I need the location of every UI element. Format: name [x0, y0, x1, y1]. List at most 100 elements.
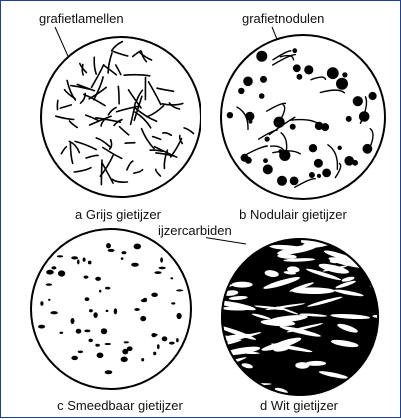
iron-carbide-region	[254, 233, 270, 240]
temper-carbon-spot	[50, 311, 57, 314]
temper-carbon-spot	[71, 318, 75, 324]
iron-carbide-region	[338, 239, 359, 247]
graphite-flake	[57, 100, 58, 109]
temper-carbon-spot	[170, 277, 173, 279]
graphite-nodule	[227, 112, 233, 118]
temper-carbon-spot	[134, 244, 141, 250]
iron-carbide-region	[225, 246, 239, 256]
temper-carbon-spot	[88, 339, 93, 343]
iron-carbide-region	[369, 260, 383, 266]
temper-carbon-spot	[57, 255, 63, 257]
temper-carbon-spot	[59, 332, 63, 334]
temper-carbon-spot	[108, 249, 115, 252]
graphite-nodule	[265, 137, 270, 142]
temper-carbon-spot	[151, 293, 158, 297]
graphite-nodule	[263, 158, 268, 163]
graphite-nodule	[245, 112, 254, 121]
temper-carbon-spot	[124, 341, 129, 343]
temper-carbon-spot	[143, 298, 147, 300]
temper-carbon-spot	[177, 313, 182, 319]
temper-carbon-spot	[153, 352, 156, 356]
caption-c: c Smeedbaar gietijzer	[25, 398, 215, 413]
graphite-nodule	[315, 122, 323, 130]
temper-carbon-spot	[83, 258, 86, 262]
temper-carbon-spot	[101, 328, 107, 334]
graphite-nodule	[317, 174, 321, 178]
graphite-nodule	[243, 77, 253, 87]
iron-carbide-region	[356, 377, 385, 382]
iron-carbide-region	[206, 263, 233, 271]
caption-d: d Wit gietijzer	[204, 398, 394, 413]
temper-carbon-spot	[121, 357, 128, 363]
temper-carbon-spot	[58, 270, 65, 276]
temper-carbon-spot	[71, 256, 78, 259]
graphite-nodule	[238, 88, 244, 94]
temper-carbon-spot	[71, 356, 78, 360]
temper-carbon-spot	[105, 343, 112, 345]
graphite-nodule	[327, 67, 339, 79]
graphite-nodule	[277, 176, 287, 186]
temper-carbon-spot	[97, 353, 104, 359]
iron-carbide-region	[223, 384, 266, 397]
temper-carbon-spot	[95, 277, 101, 281]
temper-carbon-spot	[78, 351, 83, 354]
iron-carbide-region	[352, 377, 376, 383]
temper-carbon-spot	[85, 297, 90, 301]
graphite-nodule	[260, 76, 267, 83]
temper-carbon-spot	[106, 310, 109, 312]
graphite-nodule	[245, 157, 252, 164]
iron-carbide-region	[236, 246, 256, 254]
graphite-nodule	[336, 78, 348, 90]
graphite-nodule	[344, 156, 354, 166]
temper-carbon-spot	[121, 251, 126, 254]
panel-nodular-cast-iron: grafietnodulen b Nodulair gietijzer	[206, 5, 396, 210]
temper-carbon-spot	[176, 289, 183, 291]
graphite-nodule	[363, 144, 373, 154]
panel-white-cast-iron: ijzercarbiden d Wit gietijzer	[206, 214, 396, 419]
iron-carbide-region	[356, 250, 396, 262]
iron-carbide-region	[362, 376, 393, 392]
graphite-nodule	[346, 116, 352, 122]
panel-malleable-cast-iron: c Smeedbaar gietijzer	[11, 214, 201, 419]
iron-carbide-region	[365, 376, 395, 383]
temper-carbon-spot	[140, 316, 146, 321]
temper-carbon-spot	[105, 370, 113, 374]
temper-carbon-spot	[46, 270, 54, 275]
iron-carbide-region	[232, 282, 253, 288]
graphite-nodule	[369, 92, 377, 100]
graphite-nodule	[290, 177, 299, 186]
temper-carbon-spot	[38, 325, 45, 329]
graphite-nodule	[256, 51, 267, 62]
graphite-nodule	[342, 72, 347, 77]
temper-carbon-spot	[176, 338, 179, 342]
graphite-flake	[125, 143, 135, 144]
graphite-nodule	[297, 74, 303, 80]
micrograph-graphite-nodules	[206, 5, 396, 210]
temper-carbon-spot	[171, 302, 175, 304]
iron-carbide-region	[223, 378, 246, 385]
micrograph-iron-carbides	[206, 214, 396, 419]
temper-carbon-spot	[159, 267, 166, 270]
graphite-flake	[118, 86, 119, 103]
graphite-nodule	[274, 117, 285, 128]
temper-carbon-spot	[157, 344, 160, 349]
graphite-nodule	[314, 159, 323, 168]
micrograph-temper-carbon	[11, 214, 201, 419]
temper-carbon-spot	[84, 330, 90, 333]
temper-carbon-spot	[88, 261, 92, 265]
temper-carbon-spot	[95, 344, 100, 347]
graphite-nodule	[293, 64, 301, 72]
temper-carbon-spot	[141, 358, 144, 361]
temper-carbon-spot	[151, 333, 156, 337]
temper-carbon-spot	[154, 271, 161, 274]
iron-carbide-region	[295, 362, 309, 369]
graphite-nodule	[309, 172, 315, 178]
temper-carbon-spot	[99, 290, 101, 293]
iron-carbide-region	[206, 381, 232, 397]
temper-carbon-spot	[162, 336, 168, 341]
graphite-nodule	[259, 93, 265, 99]
temper-carbon-spot	[169, 342, 175, 345]
temper-carbon-spot	[105, 287, 110, 290]
temper-carbon-spot	[84, 276, 89, 279]
